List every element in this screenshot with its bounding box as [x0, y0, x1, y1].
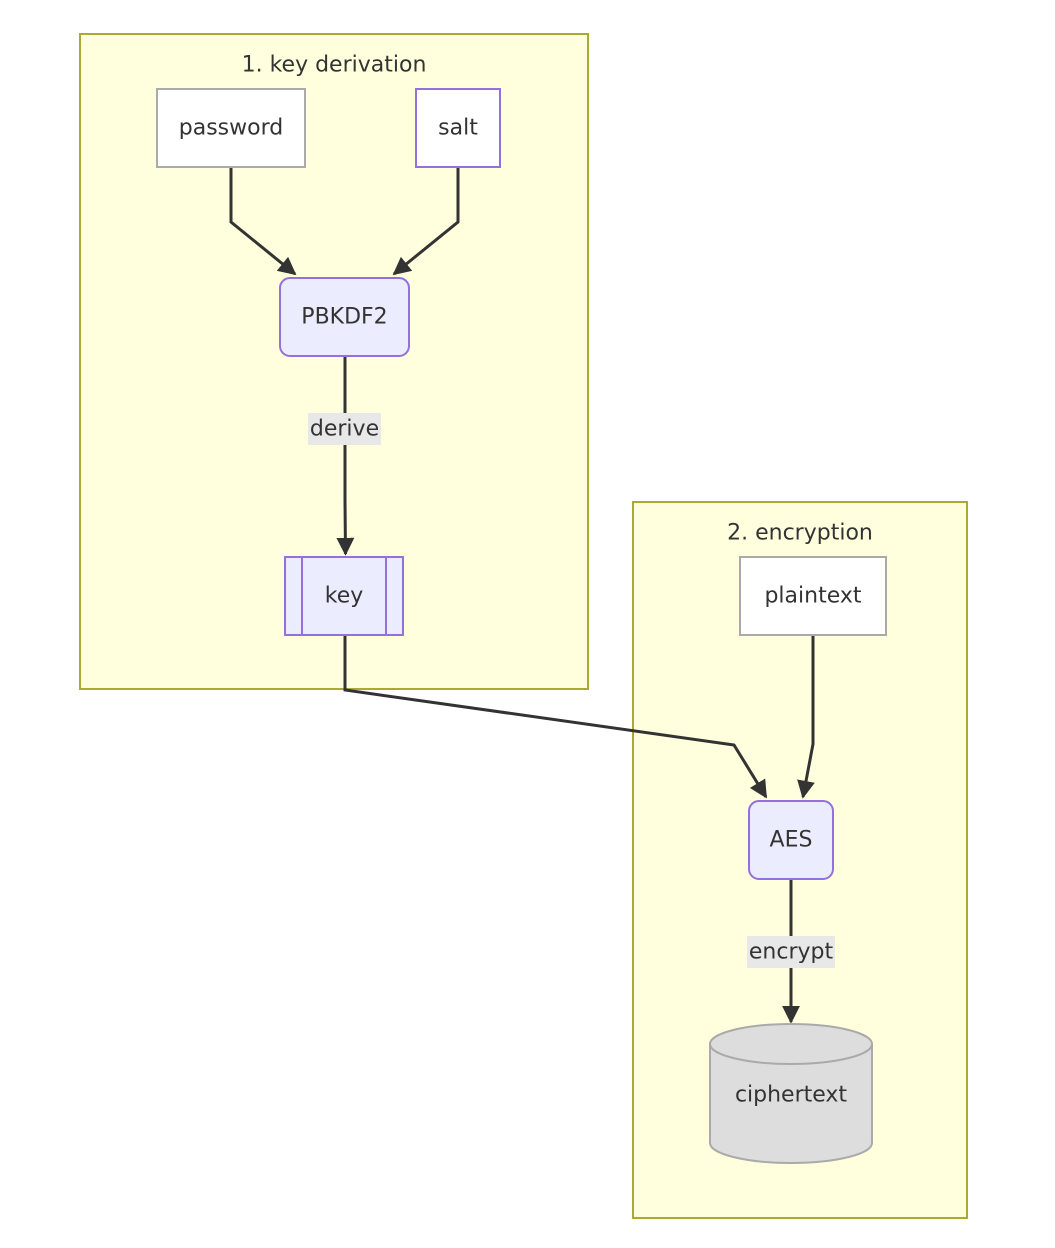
- node-pbkdf2-label: PBKDF2: [301, 305, 387, 330]
- node-password-shape: [156, 88, 306, 168]
- node-pbkdf2-shape: [279, 277, 410, 357]
- node-salt-label: salt: [438, 116, 478, 141]
- node-password-label: password: [179, 116, 283, 141]
- edge-label-encrypt-text: encrypt: [749, 940, 834, 965]
- node-aes-label: AES: [770, 828, 813, 853]
- edge-key-aes: [343, 636, 768, 799]
- node-ciphertext-body: [709, 1023, 873, 1164]
- edge-plaintext-aes: [797, 636, 815, 799]
- node-plaintext-label: plaintext: [764, 584, 861, 609]
- edge-label-encrypt-bg: [747, 936, 835, 968]
- edge-label-derive: derive: [308, 413, 381, 445]
- edge-pbkdf2-key: [336, 356, 355, 556]
- node-plaintext-shape: [739, 556, 887, 636]
- node-password[interactable]: password: [156, 88, 306, 168]
- cluster-encryption-title: 2. encryption: [727, 521, 873, 546]
- node-ciphertext-label: ciphertext: [735, 1083, 847, 1108]
- edge-password-pbkdf2: [229, 168, 297, 276]
- node-key-shape: [284, 556, 404, 636]
- node-salt-shape: [415, 88, 501, 168]
- node-pbkdf2[interactable]: PBKDF2: [279, 277, 410, 357]
- node-ciphertext[interactable]: ciphertext: [709, 1023, 873, 1164]
- node-key-label: key: [325, 584, 364, 609]
- edge-salt-pbkdf2: [392, 168, 460, 276]
- node-salt[interactable]: salt: [415, 88, 501, 168]
- edge-label-encrypt: encrypt: [747, 936, 835, 968]
- node-key[interactable]: key: [284, 556, 404, 636]
- node-ciphertext-top-rim: [709, 1043, 873, 1065]
- edge-label-derive-bg: [308, 413, 381, 445]
- node-plaintext[interactable]: plaintext: [739, 556, 887, 636]
- edge-label-derive-text: derive: [310, 417, 379, 442]
- node-aes-shape: [748, 800, 834, 880]
- cluster-key-derivation-title: 1. key derivation: [242, 53, 427, 78]
- node-aes[interactable]: AES: [748, 800, 834, 880]
